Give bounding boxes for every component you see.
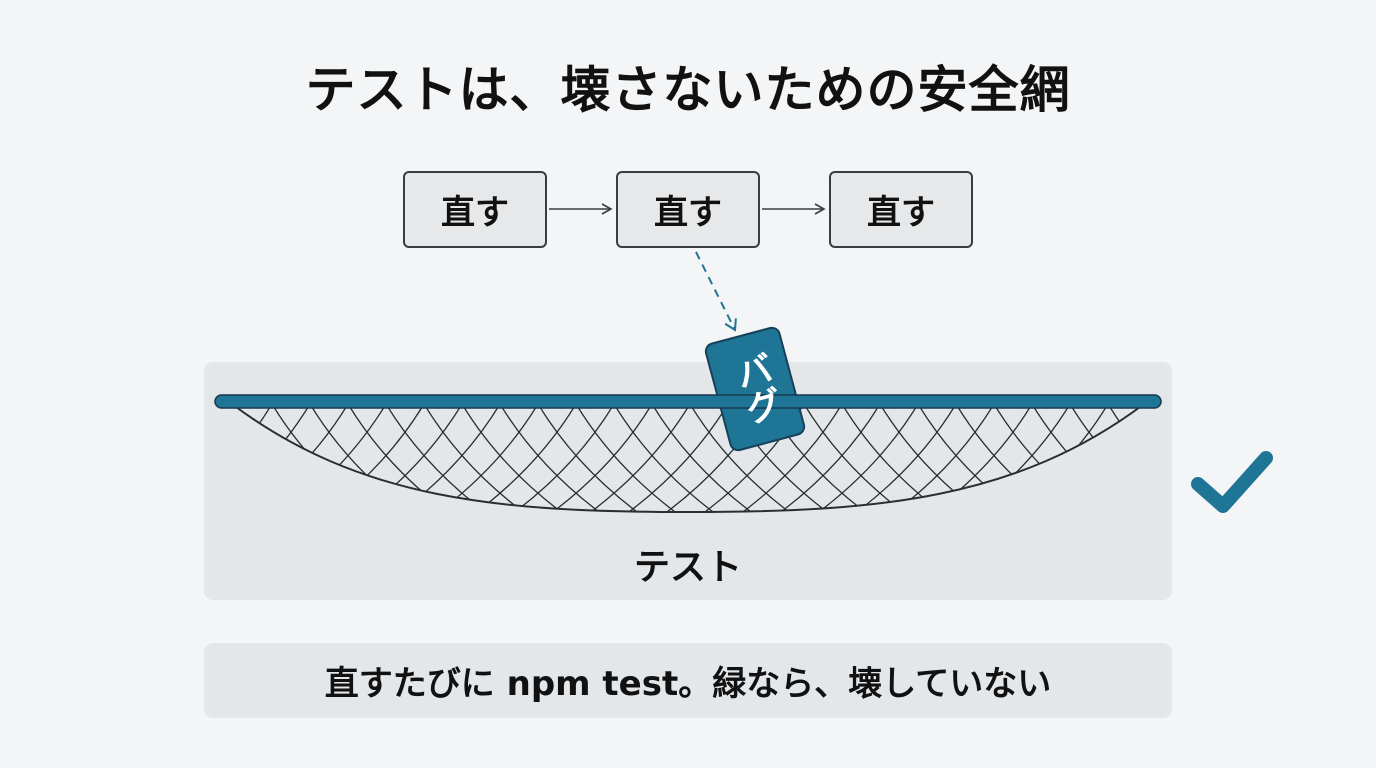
net-strand xyxy=(841,404,953,512)
net-strand xyxy=(993,404,1105,512)
net-strand xyxy=(1035,404,1144,512)
net-strand xyxy=(10,404,120,520)
net-strand xyxy=(499,404,611,512)
net-strand xyxy=(879,404,991,512)
net-strand xyxy=(351,404,463,512)
net-strand xyxy=(651,404,763,512)
net-strand xyxy=(1069,404,1144,512)
net-strand xyxy=(309,404,421,512)
net-strand xyxy=(465,404,577,512)
net-strand xyxy=(461,404,573,512)
net-strand xyxy=(803,404,915,512)
net-strand xyxy=(1107,404,1144,512)
net-strand xyxy=(232,404,269,512)
net-label: テスト xyxy=(633,547,742,588)
net-mesh xyxy=(10,404,1370,520)
net-strand xyxy=(731,404,843,512)
net-strand xyxy=(1073,404,1144,512)
step-box-2: 直す xyxy=(616,171,760,248)
net-strand xyxy=(955,404,1067,512)
net-strand xyxy=(1146,404,1256,520)
net-strand xyxy=(385,404,497,512)
net-strand xyxy=(997,404,1109,512)
net-strand xyxy=(689,404,801,512)
net-strand xyxy=(617,404,729,512)
net-strand xyxy=(921,404,1033,512)
net-strand xyxy=(883,404,995,512)
net-strand xyxy=(537,404,649,512)
net-strand xyxy=(48,404,158,520)
net-strand xyxy=(575,404,687,512)
step-box-1: 直す xyxy=(403,171,547,248)
net-outline xyxy=(231,403,1145,514)
net-strand xyxy=(1184,404,1294,520)
net-strand xyxy=(232,404,307,512)
net-strand xyxy=(769,404,881,512)
net-strand xyxy=(86,404,196,520)
net-strand xyxy=(503,404,615,512)
net-strand xyxy=(1150,404,1260,520)
net-strand xyxy=(232,404,235,512)
net-strand xyxy=(1031,404,1143,512)
net-strand xyxy=(959,404,1071,512)
page-title: テストは、壊さないための安全網 xyxy=(305,61,1071,119)
net-strand xyxy=(579,404,691,512)
step-box-3: 直す xyxy=(829,171,973,248)
net-strand xyxy=(1260,404,1370,520)
net-strand xyxy=(120,404,230,520)
net-strand xyxy=(233,404,345,512)
check-icon xyxy=(1191,451,1273,513)
net-strand xyxy=(541,404,653,512)
net-strand xyxy=(232,404,273,512)
net-strand xyxy=(1111,404,1144,512)
net-strand xyxy=(613,404,725,512)
net-strand xyxy=(917,404,1029,512)
net-rim xyxy=(214,394,1162,409)
net-strand xyxy=(807,404,919,512)
net-strand xyxy=(271,404,383,512)
net-strand xyxy=(347,404,459,512)
net-strand xyxy=(1222,404,1332,520)
footer-note: 直すたびに npm test。緑なら、壊していない xyxy=(204,643,1172,718)
net-strand xyxy=(423,404,535,512)
bug-drop-arrow xyxy=(695,251,737,332)
net-strand xyxy=(845,404,957,512)
